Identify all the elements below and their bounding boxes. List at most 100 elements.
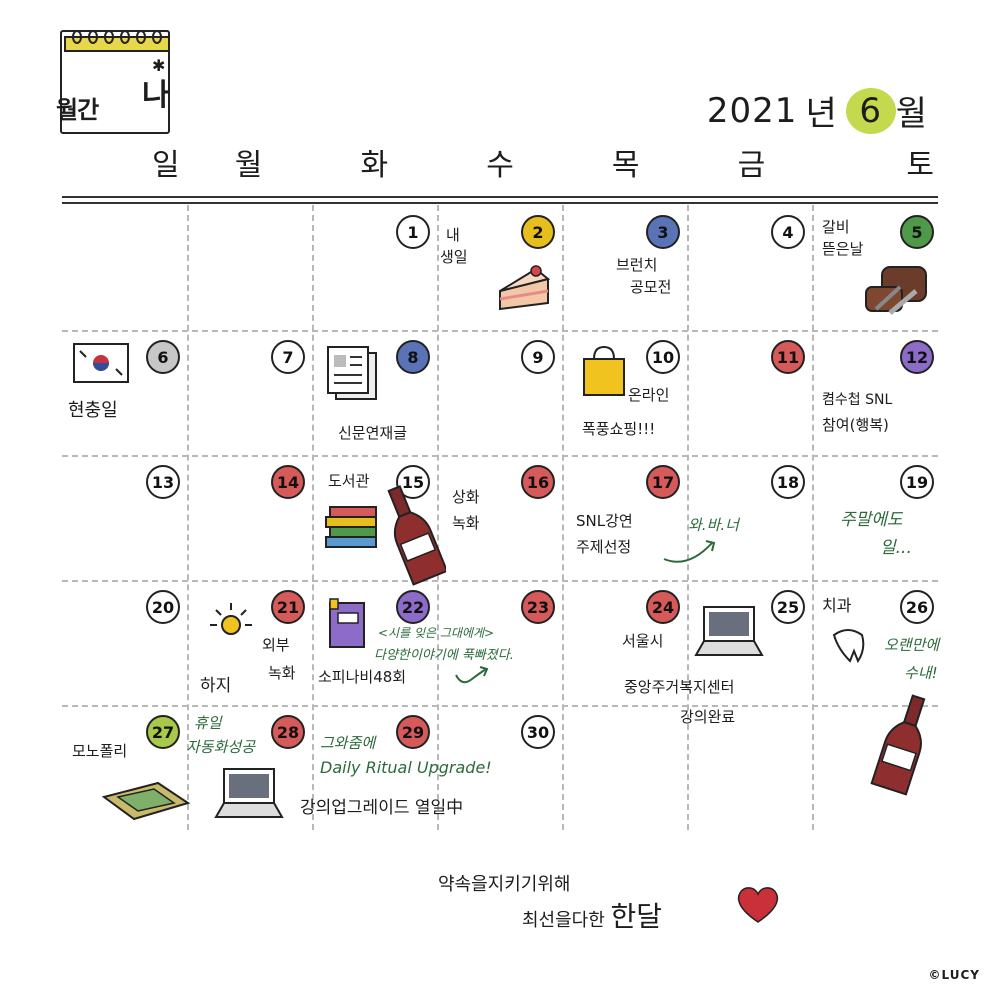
note-day-22-text: 다양한이야기에 푹빠졌다. bbox=[374, 648, 514, 663]
weekday-thu: 목 bbox=[611, 148, 640, 183]
note-day-3: 공모전 bbox=[630, 278, 672, 296]
note-day-21: 외부 bbox=[262, 636, 290, 654]
day-13[interactable]: 13 bbox=[146, 465, 180, 499]
laptop-icon bbox=[214, 768, 284, 818]
note-day-27: 자동화성공 bbox=[186, 738, 256, 756]
note-day-19: 일... bbox=[880, 538, 912, 558]
day-9[interactable]: 9 bbox=[521, 340, 555, 374]
note-day-20: 하지 bbox=[200, 676, 232, 696]
day-3[interactable]: 3 bbox=[646, 215, 680, 249]
day-1[interactable]: 1 bbox=[396, 215, 430, 249]
ribs-icon bbox=[865, 266, 927, 315]
day-12[interactable]: 12 bbox=[900, 340, 934, 374]
column-divider bbox=[812, 205, 814, 830]
note-day-24: 중앙주거복지센터 bbox=[624, 678, 735, 696]
spiral-ring-icon bbox=[104, 30, 114, 44]
row-divider bbox=[62, 705, 938, 707]
note-day-25: 치과 bbox=[822, 596, 852, 615]
note-day-5: 뜯은날 bbox=[822, 240, 864, 258]
logo-text-main: 월간 bbox=[56, 96, 99, 124]
note-day-16: 상화 bbox=[452, 488, 480, 506]
star-icon: ✱ bbox=[152, 56, 166, 75]
day-15[interactable]: 15 bbox=[396, 465, 430, 499]
note-day-24: 서울시 bbox=[622, 632, 664, 650]
day-11[interactable]: 11 bbox=[771, 340, 805, 374]
weekday-header: 일 월 화 수 목 금 토 bbox=[60, 140, 940, 188]
newspaper-icon bbox=[327, 346, 377, 400]
day-14[interactable]: 14 bbox=[271, 465, 305, 499]
day-7[interactable]: 7 bbox=[271, 340, 305, 374]
row-divider bbox=[62, 330, 938, 332]
weekday-wed: 수 bbox=[486, 148, 514, 183]
title-month-suffix: 월 bbox=[895, 94, 928, 134]
tooth-icon bbox=[832, 629, 865, 664]
day-22[interactable]: 22 bbox=[396, 590, 430, 624]
column-divider bbox=[187, 205, 189, 830]
day-29[interactable]: 29 bbox=[396, 715, 430, 749]
note-day-10: 온라인 bbox=[628, 386, 670, 404]
page-title: 2021 년 6 월 bbox=[707, 86, 928, 135]
arrow-icon bbox=[455, 666, 489, 684]
shopping-bag-icon bbox=[583, 345, 625, 396]
day-20[interactable]: 20 bbox=[146, 590, 180, 624]
column-divider bbox=[312, 205, 314, 830]
month-badge: 6 bbox=[845, 87, 896, 134]
day-16[interactable]: 16 bbox=[521, 465, 555, 499]
spiral-ring-icon bbox=[88, 30, 98, 44]
sun-icon bbox=[210, 603, 252, 635]
note-day-16: 녹화 bbox=[452, 514, 480, 532]
day-27[interactable]: 27 bbox=[146, 715, 180, 749]
day-5[interactable]: 5 bbox=[900, 215, 934, 249]
day-24[interactable]: 24 bbox=[646, 590, 680, 624]
row-divider bbox=[62, 455, 938, 457]
note-day-26: 오랜만에 bbox=[884, 636, 940, 654]
day-6[interactable]: 6 bbox=[146, 340, 180, 374]
header-divider bbox=[62, 202, 938, 204]
day-28[interactable]: 28 bbox=[271, 715, 305, 749]
day-4[interactable]: 4 bbox=[771, 215, 805, 249]
weekday-mon: 월 bbox=[234, 148, 263, 183]
note-day-17: 주제선정 bbox=[576, 538, 632, 556]
note-day-27: 휴일 bbox=[194, 714, 222, 732]
note-day-18: 와.바.너 bbox=[688, 516, 739, 534]
weekday-sun: 일 bbox=[152, 148, 180, 183]
day-19[interactable]: 19 bbox=[900, 465, 934, 499]
header-divider bbox=[62, 196, 938, 198]
laptop-icon bbox=[694, 606, 764, 656]
column-divider bbox=[562, 205, 564, 830]
note-day-6: 현충일 bbox=[68, 400, 118, 421]
note-day-27-game: 모노폴리 bbox=[72, 742, 128, 760]
board-game-icon bbox=[101, 781, 191, 821]
title-year: 2021 bbox=[706, 90, 798, 131]
note-day-8: 신문연재글 bbox=[338, 424, 408, 442]
day-10[interactable]: 10 bbox=[646, 340, 680, 374]
column-divider bbox=[437, 205, 439, 830]
arrow-icon bbox=[663, 540, 716, 563]
weekday-fri: 금 bbox=[737, 148, 766, 183]
day-25[interactable]: 25 bbox=[771, 590, 805, 624]
day-30[interactable]: 30 bbox=[521, 715, 555, 749]
note-day-2: 내 bbox=[446, 226, 460, 244]
note-day-22-title: <시를 잊은 그대에게> bbox=[378, 626, 495, 640]
books-icon bbox=[325, 506, 377, 548]
spiral-ring-icon bbox=[72, 30, 82, 44]
note-day-22-show: 소피나비48회 bbox=[318, 668, 407, 686]
day-26[interactable]: 26 bbox=[900, 590, 934, 624]
weekday-sat: 토 bbox=[906, 148, 934, 183]
cake-icon bbox=[499, 265, 551, 311]
day-17[interactable]: 17 bbox=[646, 465, 680, 499]
note-day-26: 수내! bbox=[904, 664, 938, 682]
note-day-12: 참여(행복) bbox=[822, 416, 889, 434]
note-day-29: Daily Ritual Upgrade! bbox=[320, 758, 492, 777]
day-21[interactable]: 21 bbox=[271, 590, 305, 624]
note-day-29-lecture: 강의업그레이드 열일中 bbox=[300, 798, 464, 818]
logo-text-accent: 나 bbox=[142, 78, 170, 113]
note-day-12: 켬수첩 SNL bbox=[822, 392, 893, 408]
day-23[interactable]: 23 bbox=[521, 590, 555, 624]
monthly-me-logo: ✱ 월간 나 bbox=[56, 30, 180, 140]
day-2[interactable]: 2 bbox=[521, 215, 555, 249]
day-18[interactable]: 18 bbox=[771, 465, 805, 499]
day-8[interactable]: 8 bbox=[396, 340, 430, 374]
spiral-ring-icon bbox=[120, 30, 130, 44]
note-day-3: 브런치 bbox=[616, 256, 658, 274]
